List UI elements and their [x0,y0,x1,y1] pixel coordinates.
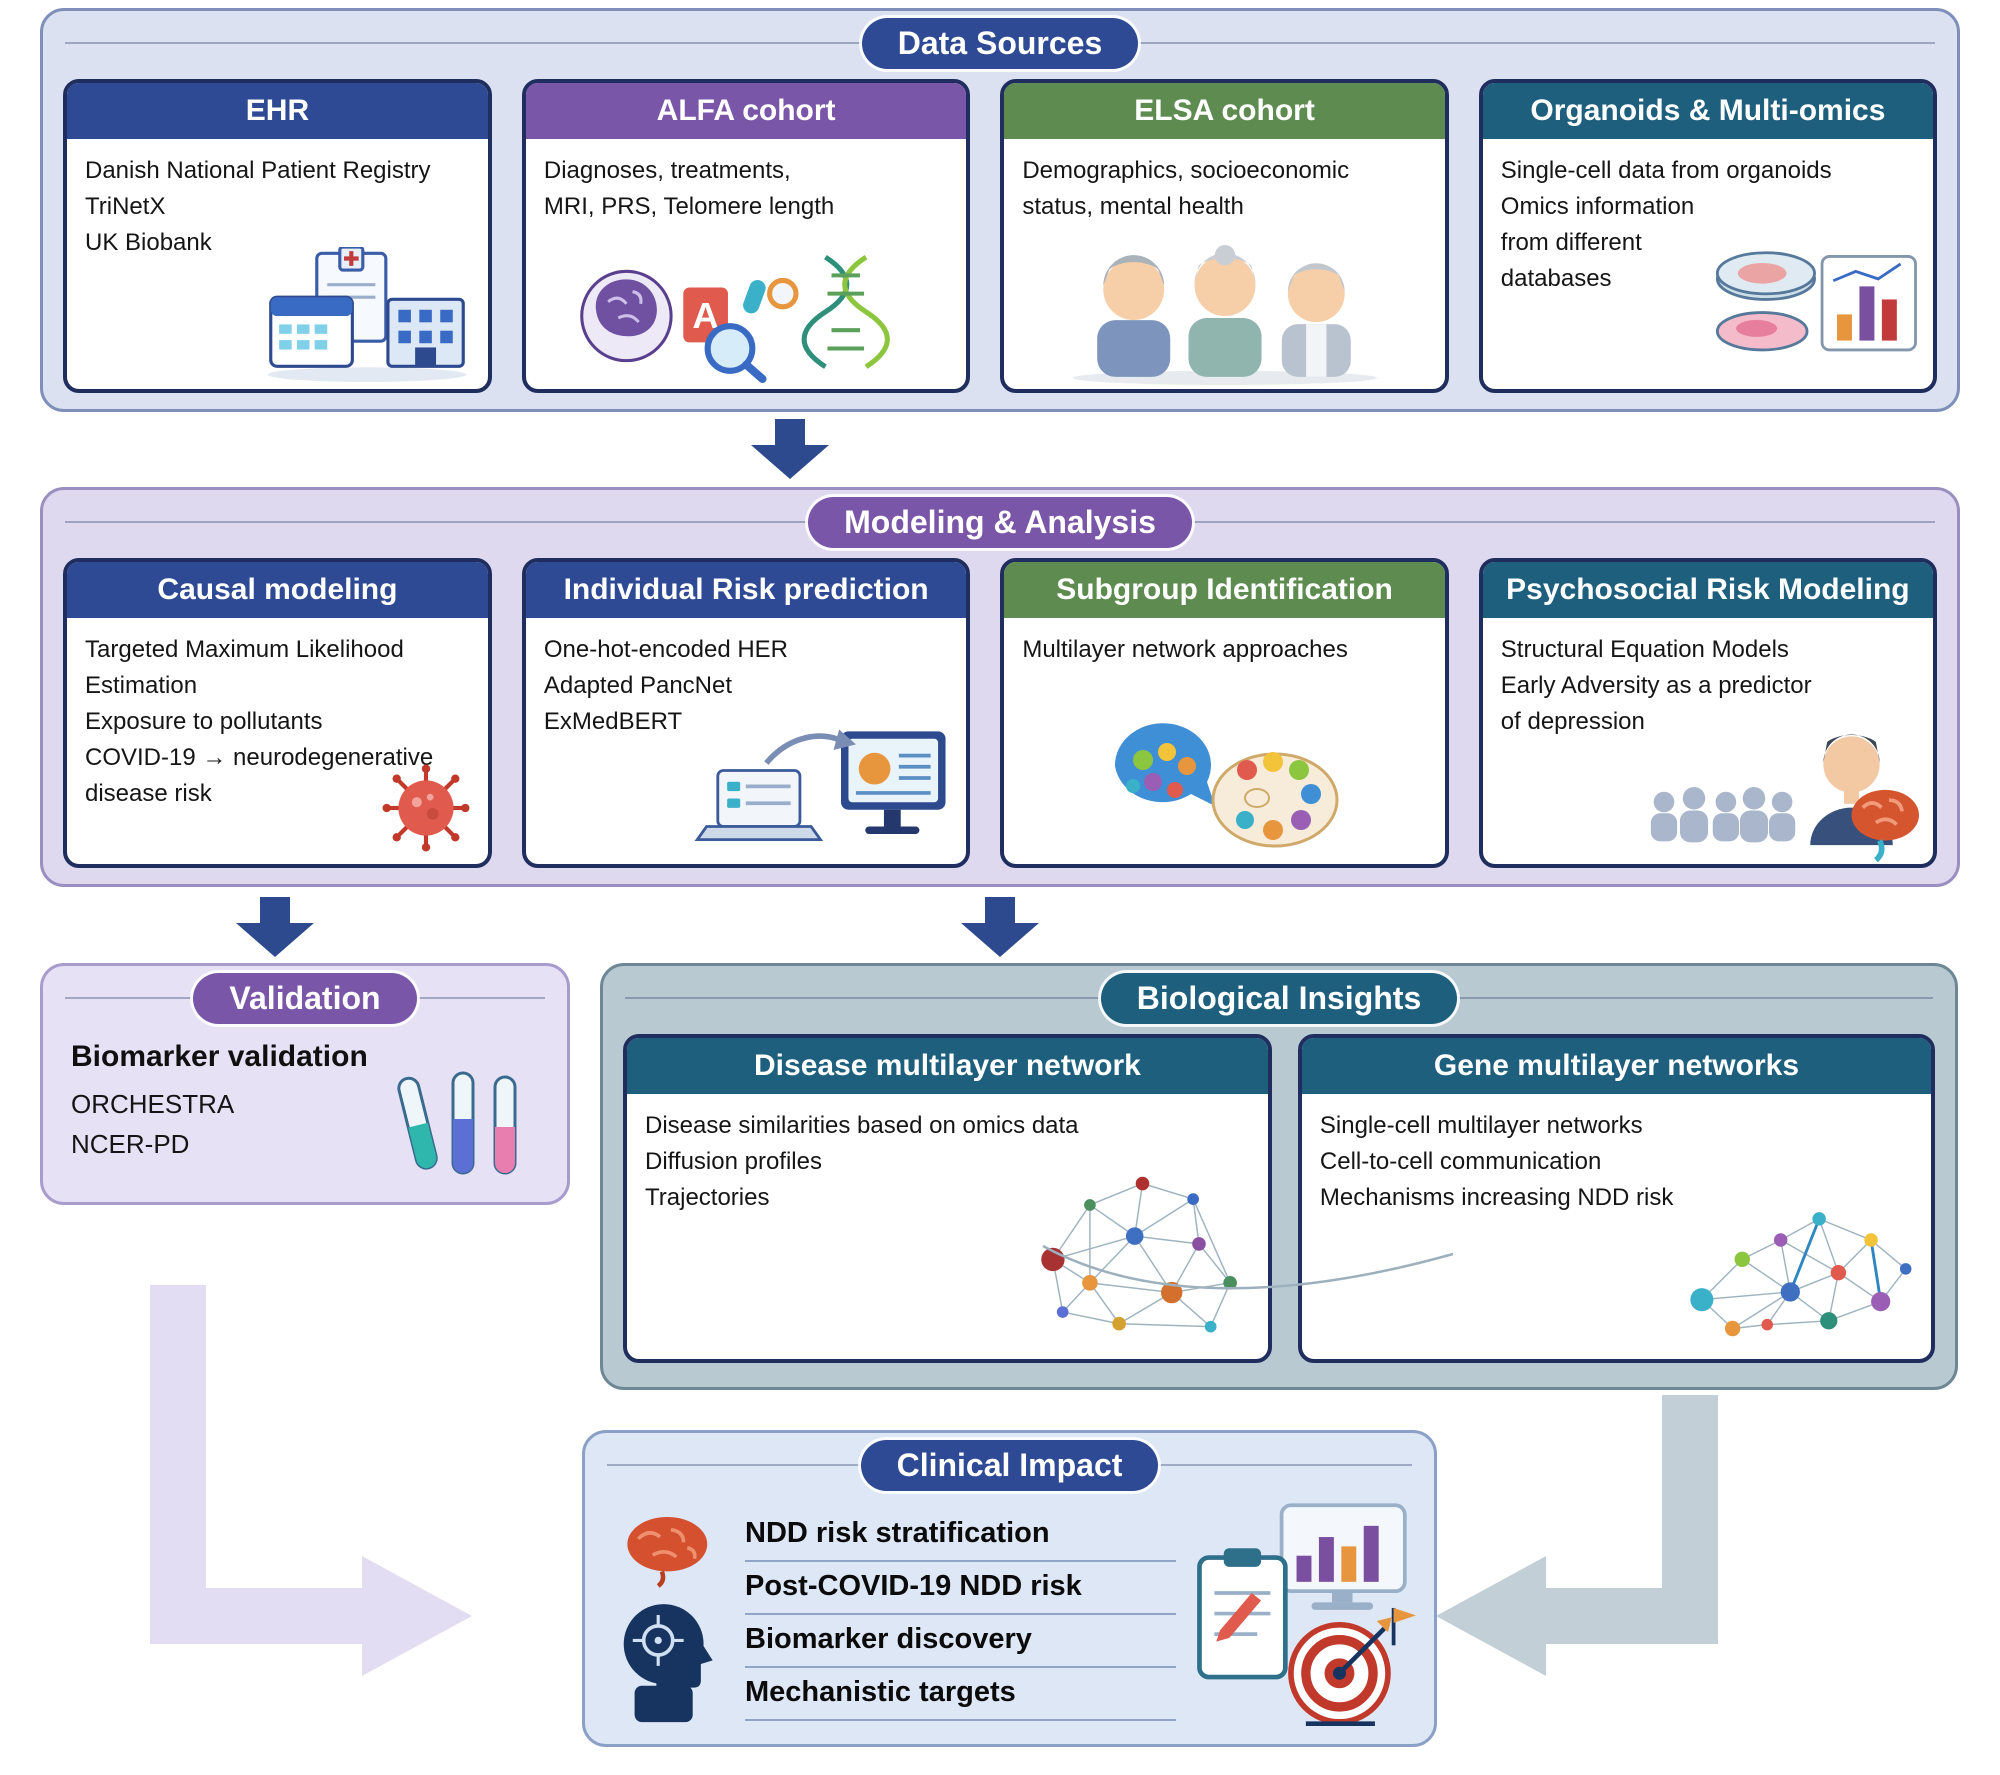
card-causal-modeling: Causal modeling Targeted Maximum Likelih… [63,558,492,868]
card-psychosocial-risk: Psychosocial Risk Modeling Structural Eq… [1478,558,1938,868]
card-ehr-body: Danish National Patient Registry TriNetX… [67,139,488,389]
arrow-modeling-to-validation [236,897,314,957]
card-organoids-title: Organoids & Multi-omics [1482,83,1934,139]
card-elsa-text: Demographics, socioeconomic status, ment… [1022,157,1350,220]
elderly-people-icon [1072,245,1377,385]
bio-header: Biological Insights [603,966,1955,1030]
clinical-header: Clinical Impact [585,1433,1434,1497]
card-risk-title: Individual Risk prediction [525,562,967,618]
data-sources-header: Data Sources [43,11,1957,75]
card-gene-networks: Gene multilayer networks Single-cell mul… [1297,1034,1935,1363]
modeling-analysis-panel: Modeling & Analysis Causal modeling Targ… [40,487,1960,887]
arrow-modeling-to-bio [961,897,1039,957]
data-sources-panel: Data Sources EHR Danish National Patient… [40,8,1960,412]
card-alfa-title: ALFA cohort [525,83,967,139]
arrow-datasources-to-modeling [751,419,829,479]
gene-network-icon [1690,1212,1912,1337]
card-organoids-text: Single-cell data from organoids Omics in… [1500,157,1832,292]
data-sources-cards: EHR Danish National Patient Registry Tri… [63,79,1938,393]
clinical-heading: Clinical Impact [860,1439,1159,1491]
card-subgroup-identification: Subgroup Identification Multilayer netwo… [1000,558,1449,868]
validation-body: Biomarker validation ORCHESTRA NCER-PD [71,1040,545,1190]
card-risk-body: One-hot-encoded HER Adapted PancNet ExMe… [526,618,966,864]
test-tubes-icon [397,1071,517,1175]
card-causal-text: Targeted Maximum Likelihood Estimation E… [85,636,434,807]
petri-dish-omics-icon [1715,251,1917,352]
card-ehr-title: EHR [67,83,488,139]
card-psychosocial-title: Psychosocial Risk Modeling [1482,562,1934,618]
card-alfa-text: Diagnoses, treatments, MRI, PRS, Telomer… [543,157,835,220]
arrow-bio-to-clinical [1436,1395,1718,1676]
bio-heading: Biological Insights [1100,972,1458,1024]
biological-insights-panel: Biological Insights Disease multilayer n… [600,963,1958,1390]
disease-network-icon [1041,1176,1237,1333]
card-subgroup-body: Multilayer network approaches [1004,618,1444,864]
card-psychosocial-text: Structural Equation Models Early Adversi… [1500,636,1812,735]
brain-mri-dna-icon: A [580,254,890,383]
modeling-cards: Causal modeling Targeted Maximum Likelih… [63,558,1938,868]
arrow-validation-to-clinical [150,1285,472,1676]
brain-clusters-palette-icon [1114,723,1339,848]
card-organoids-body: Single-cell data from organoids Omics in… [1483,139,1933,389]
card-alfa-cohort: ALFA cohort Diagnoses, treatments, MRI, … [521,79,971,393]
hospital-records-icon [267,247,467,382]
card-organoids-multiomics: Organoids & Multi-omics Single-cell data… [1478,79,1938,393]
bio-cards: Disease multilayer network Disease simil… [623,1034,1935,1363]
person-brain-crowd-icon [1650,734,1920,862]
clinical-impact-item: NDD risk stratification [745,1509,1176,1562]
coronavirus-icon [382,764,470,852]
card-gene-networks-title: Gene multilayer networks [1301,1038,1931,1094]
modeling-header: Modeling & Analysis [43,490,1957,554]
card-elsa-title: ELSA cohort [1004,83,1445,139]
card-psychosocial-body: Structural Equation Models Early Adversi… [1483,618,1933,864]
validation-text: ORCHESTRA NCER-PD [71,1089,235,1160]
clinical-impact-item: Biomarker discovery [745,1615,1176,1668]
card-ehr: EHR Danish National Patient Registry Tri… [63,79,492,393]
card-causal-body: Targeted Maximum Likelihood Estimation E… [67,618,488,864]
clinical-impact-item: Post-COVID-19 NDD risk [745,1562,1176,1615]
clipboard-chart-target-icon [1197,1503,1416,1727]
card-gene-networks-body: Single-cell multilayer networks Cell-to-… [1302,1094,1931,1359]
validation-heading: Validation [193,972,417,1024]
card-risk-text: One-hot-encoded HER Adapted PancNet ExMe… [543,636,789,735]
card-alfa-body: Diagnoses, treatments, MRI, PRS, Telomer… [526,139,966,389]
card-subgroup-text: Multilayer network approaches [1022,636,1348,663]
card-disease-network-title: Disease multilayer network [627,1038,1268,1094]
card-elsa-cohort: ELSA cohort Demographics, socioeconomic … [1000,79,1449,393]
card-disease-network: Disease multilayer network Disease simil… [623,1034,1272,1363]
card-gene-networks-text: Single-cell multilayer networks Cell-to-… [1319,1112,1674,1211]
clinical-body: NDD risk stratification Post-COVID-19 ND… [611,1499,1416,1730]
clinical-impact-item: Mechanistic targets [745,1668,1176,1721]
validation-subheading: Biomarker validation [71,1040,368,1073]
modeling-heading: Modeling & Analysis [808,496,1192,548]
card-causal-title: Causal modeling [67,562,488,618]
card-elsa-body: Demographics, socioeconomic status, ment… [1004,139,1444,389]
card-ehr-text: Danish National Patient Registry TriNetX… [85,157,431,256]
card-disease-network-text: Disease similarities based on omics data… [645,1112,1079,1211]
clinical-impact-list: NDD risk stratification Post-COVID-19 ND… [745,1509,1176,1721]
data-sources-heading: Data Sources [861,17,1139,69]
validation-panel: Validation Biomarker validation ORCHESTR… [40,963,570,1205]
validation-header: Validation [43,966,567,1030]
card-subgroup-title: Subgroup Identification [1004,562,1445,618]
laptop-monitor-model-icon [694,729,946,841]
clinical-impact-panel: Clinical Impact NDD risk stratification … [582,1430,1437,1747]
card-risk-prediction: Individual Risk prediction One-hot-encod… [521,558,971,868]
brain-head-icon [623,1516,713,1722]
card-disease-network-body: Disease similarities based on omics data… [627,1094,1268,1359]
